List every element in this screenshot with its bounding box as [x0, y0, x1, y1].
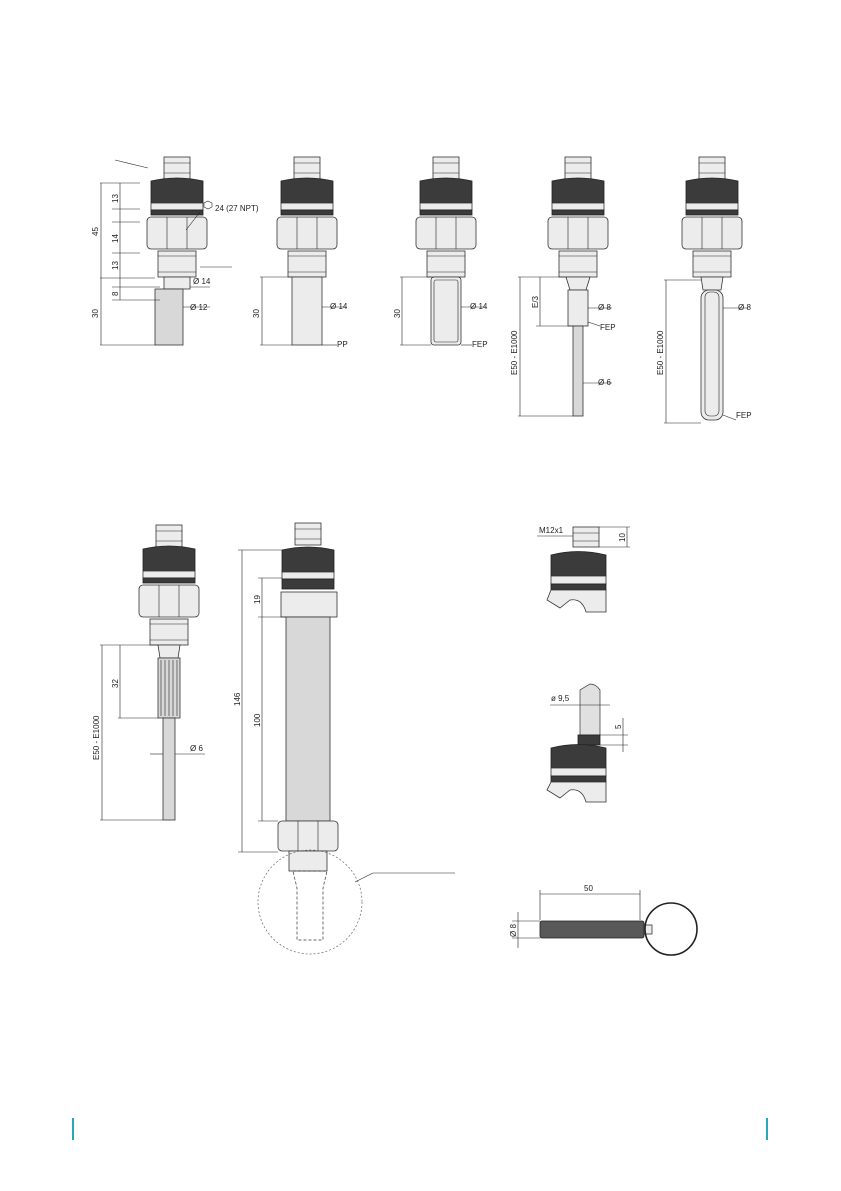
- label-fep: FEP: [736, 411, 752, 420]
- label-14: 14: [111, 234, 120, 243]
- label-erange: E50 - E1000: [92, 715, 101, 760]
- detail-m12-connector: M12x1 10: [537, 526, 630, 612]
- label-d12: Ø 12: [190, 303, 208, 312]
- probe-6-ribbed: 32 E50 - E1000 Ø 6: [92, 525, 205, 820]
- label-d14: Ø 14: [193, 277, 211, 286]
- label-d8: Ø 8: [738, 303, 751, 312]
- label-e3: E/3: [531, 295, 540, 308]
- label-13-top: 13: [111, 194, 120, 203]
- probe-7-housing: 146 19 100: [233, 523, 455, 954]
- label-32: 32: [111, 679, 120, 688]
- label-m12: M12x1: [539, 526, 564, 535]
- label-10: 10: [618, 533, 627, 542]
- label-19: 19: [253, 595, 262, 604]
- label-146: 146: [233, 692, 242, 706]
- label-8: 8: [111, 291, 120, 296]
- probe-1: 24 (27 NPT) Ø 14 Ø 12 45 30 13 14 13 8: [91, 157, 259, 345]
- label-d95: ø 9,5: [551, 694, 570, 703]
- label-hex-size: 24 (27 NPT): [215, 204, 259, 213]
- detail-test-magnet: 50 Ø 8: [509, 884, 697, 955]
- probe-5-long-fep: E50 - E1000 Ø 8 FEP: [656, 157, 752, 423]
- label-5: 5: [614, 724, 623, 729]
- detail-cable-gland: ø 9,5 5: [547, 684, 628, 802]
- label-45: 45: [91, 227, 100, 236]
- label-13-mid: 13: [111, 261, 120, 270]
- label-erange: E50 - E1000: [656, 330, 665, 375]
- probe-2-pp: 30 Ø 14 PP: [252, 157, 348, 349]
- label-30: 30: [252, 309, 261, 318]
- label-d14: Ø 14: [470, 302, 488, 311]
- label-d6: Ø 6: [598, 378, 611, 387]
- label-d6: Ø 6: [190, 744, 203, 753]
- label-fep: FEP: [472, 340, 488, 349]
- label-d8: Ø 8: [598, 303, 611, 312]
- label-d14: Ø 14: [330, 302, 348, 311]
- label-30: 30: [91, 309, 100, 318]
- label-d8: Ø 8: [509, 924, 518, 937]
- label-100: 100: [253, 713, 262, 727]
- label-30: 30: [393, 309, 402, 318]
- label-erange: E50 - E1000: [510, 330, 519, 375]
- label-pp: PP: [337, 340, 348, 349]
- probe-4-fep-rod: E/3 E50 - E1000 Ø 8 FEP Ø 6: [510, 157, 616, 416]
- probe-3-fep: 30 Ø 14 FEP: [393, 157, 488, 349]
- label-fep: FEP: [600, 323, 616, 332]
- label-50: 50: [584, 884, 593, 893]
